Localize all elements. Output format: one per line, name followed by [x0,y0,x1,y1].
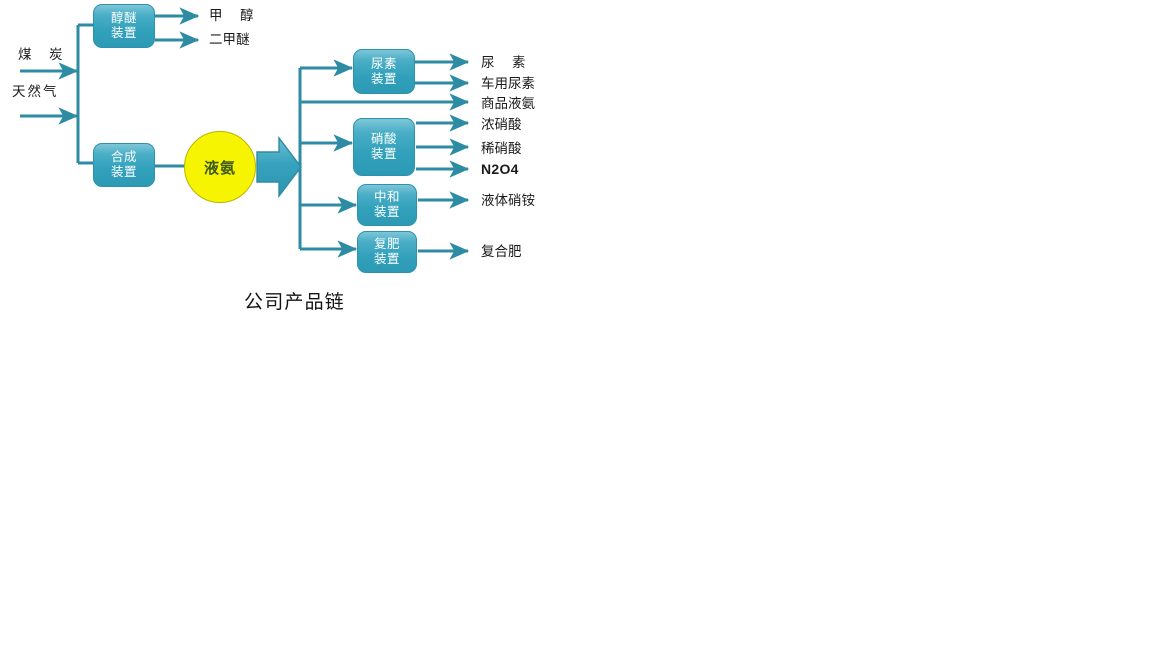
unit-label-synthesis-line2: 装置 [110,165,137,179]
liquid-ammonia-node[interactable]: 液氨 [184,131,256,203]
product-label-dilute-nitric-acid: 稀硝酸 [481,141,522,156]
unit-label-compound-fertilizer-line2: 装置 [373,252,400,266]
unit-label-alcohol-ether-line1: 醇醚 [110,11,137,26]
unit-box-urea[interactable]: 尿素 装置 [353,49,415,94]
input-label-coal: 煤 炭 [18,47,65,62]
unit-label-nitric-acid-line1: 硝酸 [370,132,397,147]
product-label-methanol: 甲 醇 [209,8,256,23]
unit-label-compound-fertilizer-line1: 复肥 [373,237,400,252]
product-label-n2o4: N2O4 [481,161,519,177]
unit-label-urea-line1: 尿素 [370,56,397,71]
product-label-urea: 尿 素 [481,55,528,70]
product-label-commercial-liquid-ammonia: 商品液氨 [481,96,535,111]
liquid-ammonia-label: 液氨 [203,160,236,177]
unit-box-neutralization[interactable]: 中和 装置 [357,184,417,226]
unit-label-neutralization-line2: 装置 [373,205,400,219]
big-block-arrow [256,135,302,199]
unit-box-compound-fertilizer[interactable]: 复肥 装置 [357,231,417,273]
unit-box-nitric-acid[interactable]: 硝酸 装置 [353,118,415,176]
product-label-concentrated-nitric-acid: 浓硝酸 [481,117,522,132]
product-label-compound-fertilizer: 复合肥 [481,244,522,259]
unit-label-neutralization-line1: 中和 [373,190,400,205]
unit-label-alcohol-ether-line2: 装置 [110,26,137,40]
unit-label-nitric-acid-line2: 装置 [370,147,397,161]
diagram-title: 公司产品链 [244,292,346,313]
unit-label-synthesis-line1: 合成 [110,150,137,165]
unit-label-urea-line2: 装置 [370,71,397,86]
product-label-liquid-ammonium-nitrate: 液体硝铵 [481,193,535,208]
unit-box-alcohol-ether[interactable]: 醇醚 装置 [93,4,155,48]
product-label-dimethyl-ether: 二甲醚 [209,32,250,47]
input-label-natural-gas: 天然气 [12,84,59,99]
unit-box-synthesis[interactable]: 合成 装置 [93,143,155,187]
product-label-vehicle-urea: 车用尿素 [481,76,535,91]
